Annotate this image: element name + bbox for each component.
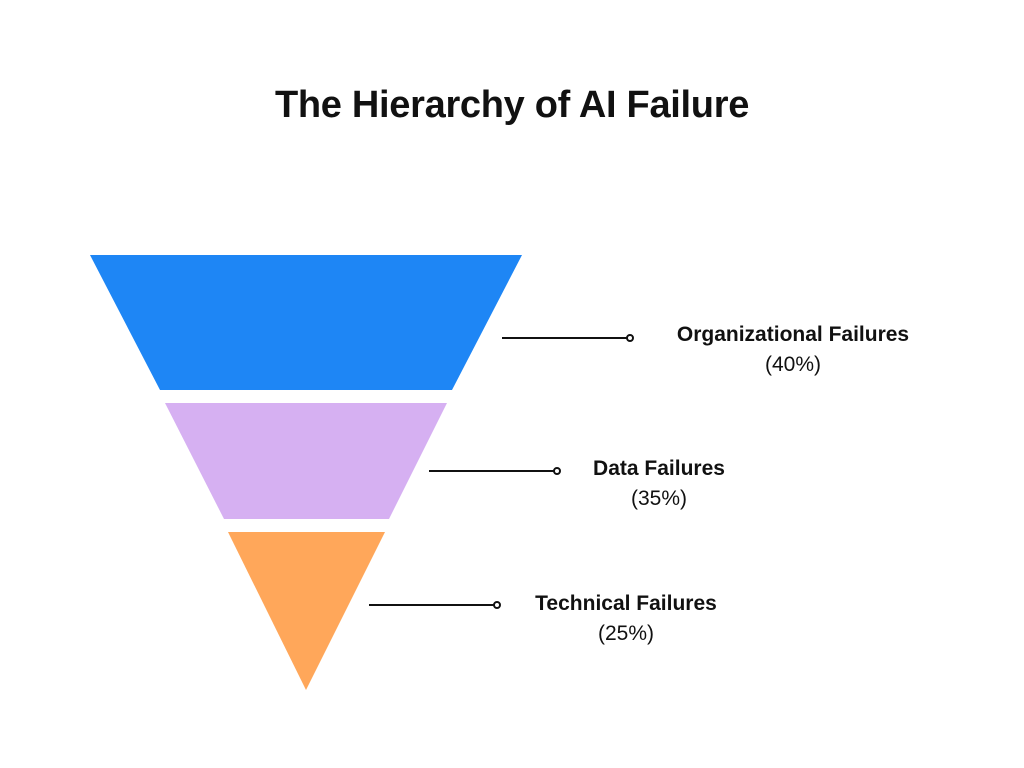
label-organizational: Organizational Failures (40%) xyxy=(677,320,909,380)
segment-name: Data Failures xyxy=(593,457,725,480)
label-technical: Technical Failures (25%) xyxy=(535,589,717,649)
label-data: Data Failures (35%) xyxy=(593,454,725,514)
leader-dot-technical xyxy=(493,601,501,609)
funnel-segment-technical xyxy=(228,532,385,690)
segment-percent: (25%) xyxy=(597,622,655,645)
segment-percent: (35%) xyxy=(630,487,688,510)
chart-title: The Hierarchy of AI Failure xyxy=(274,84,750,126)
funnel-segment-organizational xyxy=(90,255,522,390)
leader-dot-organizational xyxy=(626,334,634,342)
segment-name: Organizational Failures xyxy=(676,323,910,346)
funnel-segment-data xyxy=(165,403,447,519)
leader-dot-data xyxy=(553,467,561,475)
segment-name: Technical Failures xyxy=(535,592,717,615)
segment-percent: (40%) xyxy=(764,353,822,376)
